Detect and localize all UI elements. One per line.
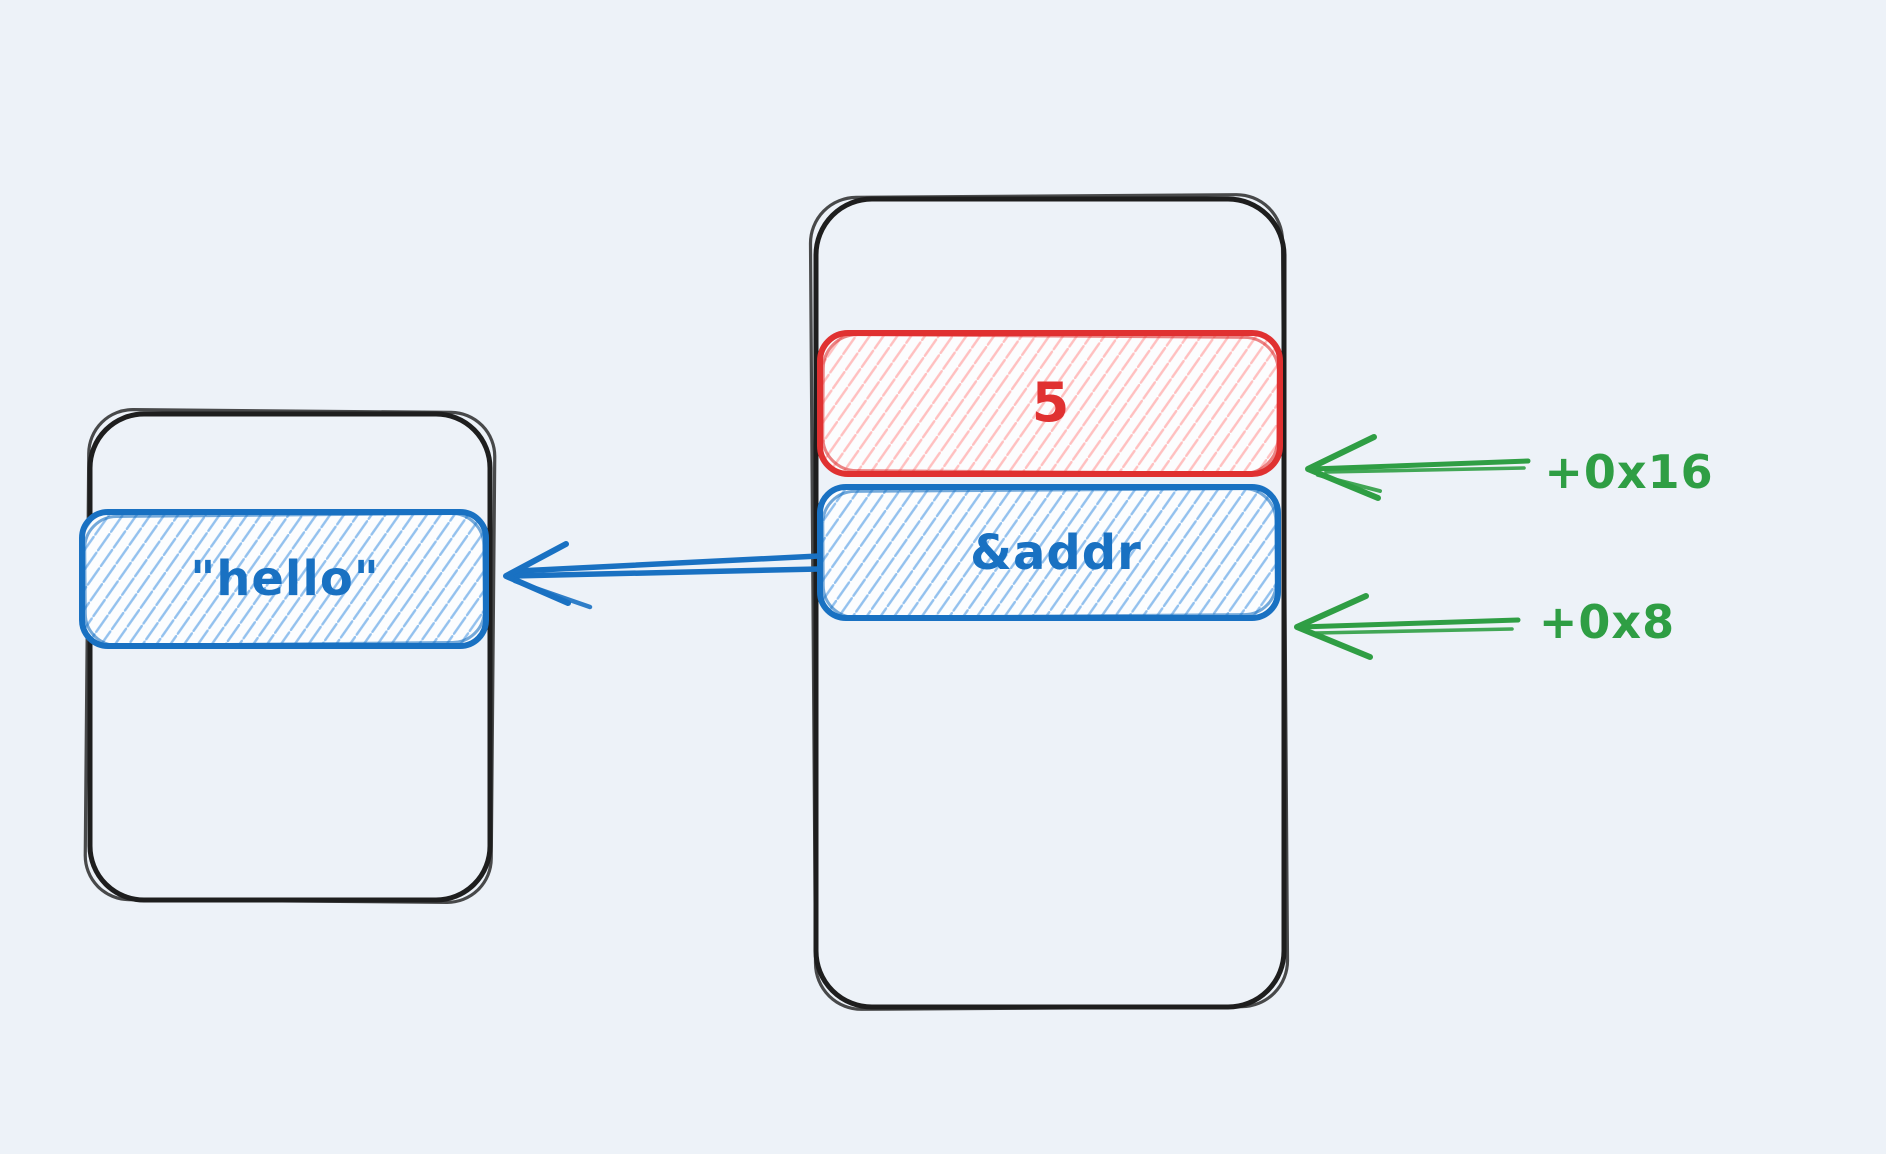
pointer-field-box — [817, 484, 1281, 621]
offset-arrow-0x16-shaft — [1309, 458, 1531, 472]
int-field-box — [817, 330, 1283, 477]
pointer-arrow — [503, 541, 822, 610]
offset-arrow-0x16-shaft-sketch — [1324, 466, 1526, 474]
pointer-field-label: &addr — [970, 525, 1142, 581]
offset-label-0x8: +0x8 — [1539, 595, 1675, 649]
stack-frame-container: 5 &addr — [808, 193, 1290, 1011]
int-field-box-sketch — [821, 333, 1280, 475]
offset-arrow-0x8-shaft — [1297, 617, 1521, 630]
heap-string-box — [79, 509, 489, 649]
pointer-arrow-head-extra — [512, 578, 593, 610]
offset-arrow-0x16-head-extra — [1316, 473, 1382, 493]
offset-arrow-0x8-head-icon — [1294, 593, 1373, 660]
offset-arrow-0x8-shaft-sketch — [1314, 627, 1514, 635]
heap-string-box-sketch — [83, 512, 486, 647]
heap-container-outline-sketch — [83, 408, 497, 904]
offset-arrow-0x16: +0x16 — [1305, 434, 1713, 501]
offset-arrow-0x16-head-icon — [1305, 434, 1381, 501]
pointer-arrow-shaft-bottom — [509, 566, 822, 579]
offset-arrow-0x8: +0x8 — [1294, 593, 1675, 660]
stack-container-outline-sketch — [808, 193, 1290, 1011]
heap-string-label: "hello" — [190, 551, 380, 607]
heap-object-container: "hello" — [79, 408, 497, 904]
int-field-label: 5 — [1032, 371, 1071, 434]
offset-label-0x16: +0x16 — [1544, 445, 1713, 499]
pointer-field-box-sketch — [821, 487, 1278, 619]
pointer-arrow-shaft-top — [515, 553, 822, 574]
